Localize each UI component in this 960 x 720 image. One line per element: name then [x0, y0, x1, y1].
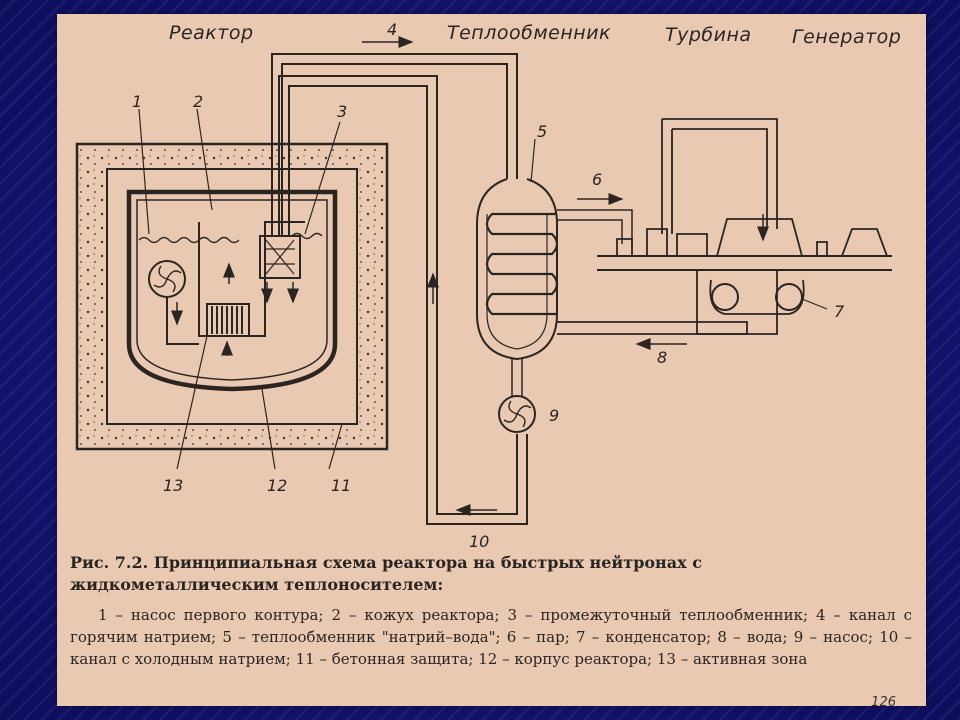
- callout-2: 2: [193, 92, 204, 111]
- caption-title: Рис. 7.2. Принципиальная схема реактора …: [70, 553, 702, 594]
- callout-4: 4: [387, 20, 398, 39]
- callout-5: 5: [537, 122, 548, 141]
- callout-9: 9: [549, 406, 560, 425]
- reactor-schematic: [75, 36, 892, 525]
- label-reactor: Реактор: [169, 22, 254, 44]
- callout-12: 12: [267, 476, 288, 495]
- callout-8: 8: [657, 348, 668, 367]
- hot-sodium-channel: [271, 53, 518, 236]
- primary-pump: [148, 260, 199, 345]
- label-generator: Генератор: [792, 26, 902, 48]
- callout-13: 13: [163, 476, 184, 495]
- callout-10: 10: [469, 532, 490, 551]
- callout-3: 3: [337, 102, 348, 121]
- label-heat-exchanger: Теплообменник: [447, 22, 612, 44]
- sodium-level: [138, 236, 240, 244]
- label-turbine: Турбина: [665, 24, 752, 46]
- callout-1: 1: [132, 92, 143, 111]
- secondary-pump: [498, 359, 536, 433]
- callout-11: 11: [331, 476, 352, 495]
- page-number: 126: [871, 695, 896, 706]
- callout-7: 7: [834, 302, 845, 321]
- figure-caption: Рис. 7.2. Принципиальная схема реактора …: [70, 552, 912, 670]
- caption-legend: 1 – насос первого контура; 2 – кожух реа…: [70, 606, 912, 668]
- reactor-vessel: [126, 189, 338, 392]
- reactor-core: [206, 303, 250, 337]
- sodium-water-heat-exchanger: [476, 178, 633, 361]
- callout-6: 6: [592, 170, 603, 189]
- turbine-generator: [597, 118, 892, 335]
- diagram-page: Реактор Теплообменник Турбина Генератор …: [57, 14, 926, 706]
